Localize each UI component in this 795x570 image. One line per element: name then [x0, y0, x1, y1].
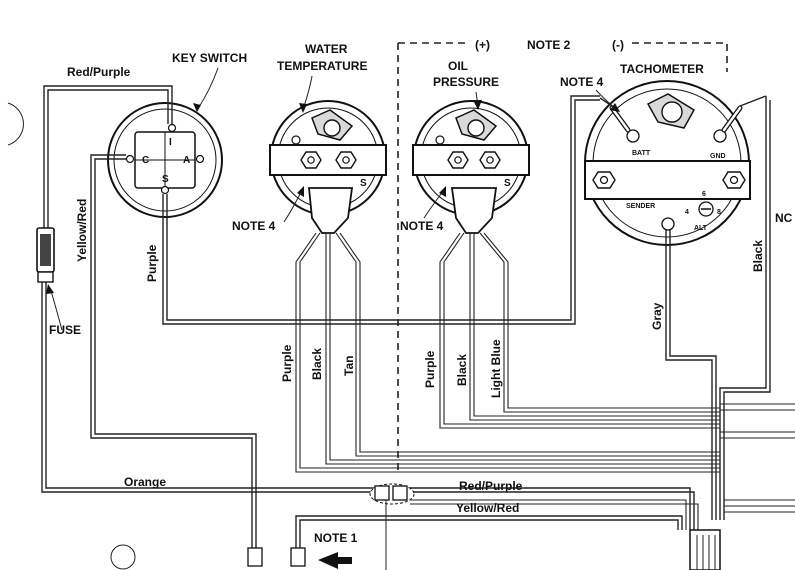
wires	[36, 85, 795, 570]
tach-batt: BATT	[632, 150, 651, 157]
tachometer: BATT GND SENDER 6 4 8 ALT	[584, 80, 751, 246]
tach-right-stud	[722, 171, 746, 189]
wire-label-oil-purple: Purple	[423, 350, 437, 388]
fuse	[36, 227, 55, 283]
water-gauge-nut-right	[335, 151, 357, 169]
wire-label-yellow-red-vertical: Yellow/Red	[75, 199, 89, 262]
wire-label-purple-switch: Purple	[145, 244, 159, 282]
note2-label: NOTE 2	[527, 38, 571, 52]
wire-label-yellow-red-bottom: Yellow/Red	[456, 501, 519, 515]
oil-arrowhead	[473, 100, 482, 110]
note1-arrow	[318, 552, 352, 569]
note2-plus: (+)	[475, 38, 490, 52]
wire-label-tach-black: Black	[751, 240, 765, 272]
fuse-arrowhead	[46, 284, 54, 294]
edge-circle-bottom	[110, 544, 136, 570]
connector-bottom-left	[247, 547, 263, 567]
tach-left-stud	[592, 171, 616, 189]
oil-gauge-nut-right	[479, 151, 501, 169]
tach-gnd: GND	[710, 153, 726, 160]
wire-label-water-black: Black	[310, 348, 324, 380]
tach-4: 4	[685, 209, 689, 216]
note1-label: NOTE 1	[314, 531, 358, 545]
tach-sender: SENDER	[626, 203, 655, 210]
wire-label-water-tan: Tan	[342, 356, 356, 376]
edge-note-label: NC	[775, 211, 793, 225]
water-temperature-label-line2: TEMPERATURE	[277, 59, 367, 73]
note4-water-arrowhead	[297, 186, 304, 197]
wire-label-orange: Orange	[124, 475, 166, 489]
tach-6: 6	[702, 191, 706, 198]
oil-pressure-gauge: S	[412, 100, 530, 234]
tachometer-label: TACHOMETER	[620, 62, 704, 76]
key-terminal-i: I	[169, 137, 172, 148]
fuse-label: FUSE	[49, 323, 81, 337]
oil-pressure-label-line2: PRESSURE	[433, 75, 499, 89]
splice-connector	[369, 483, 415, 505]
note4-water-label: NOTE 4	[232, 219, 276, 233]
note4-tach-label: NOTE 4	[560, 75, 604, 89]
key-terminal-a: A	[183, 155, 190, 166]
key-switch: I C A S	[107, 102, 223, 218]
tach-alt: ALT	[694, 225, 708, 232]
wire-label-red-purple-bottom: Red/Purple	[459, 479, 523, 493]
tach-8: 8	[717, 209, 721, 216]
note4-oil-label: NOTE 4	[400, 219, 444, 233]
key-terminal-s: S	[162, 174, 169, 185]
water-temperature-label-line1: WATER	[305, 42, 348, 56]
key-terminal-c: C	[142, 155, 149, 166]
note4-tach-arrowhead	[610, 103, 620, 112]
note2-minus: (-)	[612, 38, 624, 52]
wire-label-tach-gray: Gray	[650, 302, 664, 330]
water-gauge-s: S	[360, 178, 367, 189]
oil-gauge-nut-left	[447, 151, 469, 169]
note2-enclosure: (+) NOTE 2 (-)	[397, 38, 728, 470]
water-gauge-nut-left	[300, 151, 322, 169]
water-temperature-gauge: S	[269, 100, 387, 234]
wire-label-oil-light-blue: Light Blue	[489, 339, 503, 398]
oil-gauge-s: S	[504, 178, 511, 189]
wire-label-red-purple-top: Red/Purple	[67, 65, 131, 79]
key-switch-label: KEY SWITCH	[172, 51, 247, 65]
connector-bottom-mid	[290, 547, 306, 567]
edge-circle-left	[7, 102, 24, 146]
oil-pressure-label-line1: OIL	[448, 59, 468, 73]
water-arrowhead	[299, 103, 307, 113]
wire-label-water-purple: Purple	[280, 344, 294, 382]
key-switch-pointer	[196, 67, 219, 111]
key-switch-arrowhead	[193, 103, 201, 112]
note4-oil-arrowhead	[439, 186, 446, 197]
wire-label-oil-black: Black	[455, 354, 469, 386]
